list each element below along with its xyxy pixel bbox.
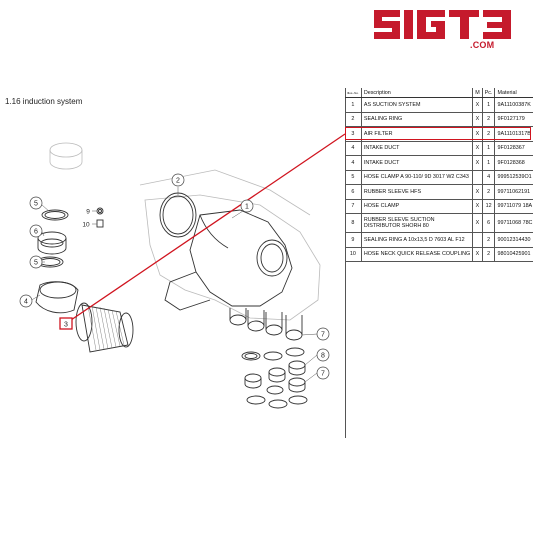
cell-pos: 5 [345,170,362,185]
header-pos: Illus.-No. [345,88,362,98]
table-row-highlighted[interactable]: 3 AIR FILTER X 2 9A11101317B [345,126,533,142]
sealing-ring-part [159,192,197,238]
callout-label: 9 [86,209,90,216]
callout-3-highlight [59,317,73,330]
cell-pc: 1 [481,141,495,156]
cell-material: 9F0128368 [494,155,533,171]
table-row[interactable]: 1 AS SUCTION SYSTEM X 1 9A11100387K [345,97,533,113]
callout-label: 5 [34,201,38,208]
table-row[interactable]: 6 RUBBER SLEEVE HFS X 2 99711062191 [345,184,533,200]
header-m: M [472,88,483,98]
callout-label: 8 [321,353,325,360]
callout-label: 7 [321,332,325,339]
cell-m [472,170,483,185]
cell-pos: 4 [345,141,362,156]
cell-material: 98010425901 [494,247,533,262]
header-pc: Pc. [481,88,495,98]
callout-label: 6 [34,229,38,236]
cell-pc: 2 [481,232,495,248]
cell-description: HOSE CLAMP A 90-110/ 9D 3017 W2 C343 [360,170,473,185]
cell-pos: 10 [345,247,362,262]
cell-pos: 9 [345,232,362,248]
cell-m: X [472,141,483,156]
header-material: Material [494,88,533,98]
logo-graphic [374,10,511,39]
table-row[interactable]: 4 INTAKE DUCT X 1 9F0128367 [345,141,533,156]
cell-material: 9A11100387K [494,97,533,113]
cell-material: 99711068 78C [494,213,533,233]
cell-material: 90012314430 [494,232,533,248]
suction-system-part [189,209,293,307]
cell-pc: 4 [481,170,495,185]
callout-label: 5 [34,260,38,267]
cell-m: X [472,184,483,200]
cell-description: SEALING RING A 10x13,5 D 7603 AL F12 [360,232,473,248]
cell-pc: 2 [481,126,495,142]
parts-table: Illus.-No. Description M Pc. Material 1 … [345,88,533,262]
logo-domain: .COM [470,40,495,50]
callout-label: 1 [245,204,249,211]
cell-material: 999512539O1 [494,170,533,185]
cell-pc: 6 [481,213,495,233]
table-row[interactable]: 7 HOSE CLAMP X 12 99711079 18A [345,199,533,214]
cell-m: X [472,213,483,233]
header-description: Description [360,88,473,98]
brand-logo[interactable] [372,8,522,56]
cell-pos: 2 [345,112,362,127]
table-row[interactable]: 9 SEALING RING A 10x13,5 D 7603 AL F12 2… [345,232,533,248]
cell-m: X [472,126,483,142]
table-left-border [345,88,346,438]
cell-m: X [472,155,483,171]
table-header-row: Illus.-No. Description M Pc. Material [345,88,533,98]
cell-m: X [472,199,483,214]
callout-label: 7 [321,371,325,378]
cell-description: AIR FILTER [360,126,473,142]
cell-description-text: RUBBER SLEEVE SUCTION DISTRIBUTOR SHORH … [363,217,435,229]
cell-description: RUBBER SLEEVE HFS [360,184,473,200]
cell-description: HOSE NECK QUICK RELEASE COUPLING [360,247,473,262]
table-row[interactable]: 10 HOSE NECK QUICK RELEASE COUPLING X 2 … [345,247,533,262]
section-title: 1.16 induction system [5,97,83,106]
cell-material: 99711062191 [494,184,533,200]
cell-m: X [472,112,483,127]
cell-description: INTAKE DUCT [360,155,473,171]
cell-m [472,232,483,248]
cell-pos: 7 [345,199,362,214]
cell-pc: 2 [481,112,495,127]
cell-pc: 2 [481,184,495,200]
cell-pc: 1 [481,97,495,113]
cell-pc: 2 [481,247,495,262]
cell-m: X [472,247,483,262]
callout-label: 3 [64,322,68,329]
cell-material: 9F0128367 [494,141,533,156]
table-row[interactable]: 2 SEALING RING X 2 9F0127179 [345,112,533,127]
cell-material: 9A11101317B [494,126,533,142]
cell-material: 9F0127179 [494,112,533,127]
table-row[interactable]: 5 HOSE CLAMP A 90-110/ 9D 3017 W2 C343 4… [345,170,533,185]
cell-pos: 3 [345,126,362,142]
cell-description: SEALING RING [360,112,473,127]
callout-label: 4 [24,299,28,306]
cell-description: AS SUCTION SYSTEM [360,97,473,113]
table-row[interactable]: 4 INTAKE DUCT X 1 9F0128368 [345,155,533,171]
cell-material: 99711079 18A [494,199,533,214]
cell-pc: 1 [481,155,495,171]
cell-description: INTAKE DUCT [360,141,473,156]
highlighted-row-frame [345,127,531,140]
cell-pos: 6 [345,184,362,200]
cell-pos: 1 [345,97,362,113]
callout-label: 10 [82,222,90,229]
cell-description: HOSE CLAMP [360,199,473,214]
cell-pc: 12 [481,199,495,214]
cell-pos: 8 [345,213,362,233]
callout-label: 2 [176,178,180,185]
cell-pos: 4 [345,155,362,171]
table-row[interactable]: 8 RUBBER SLEEVE SUCTION DISTRIBUTOR SHOR… [345,213,533,233]
cell-description: RUBBER SLEEVE SUCTION DISTRIBUTOR SHORH … [360,213,473,233]
highlight-leader-line [70,133,346,321]
cell-m: X [472,97,483,113]
